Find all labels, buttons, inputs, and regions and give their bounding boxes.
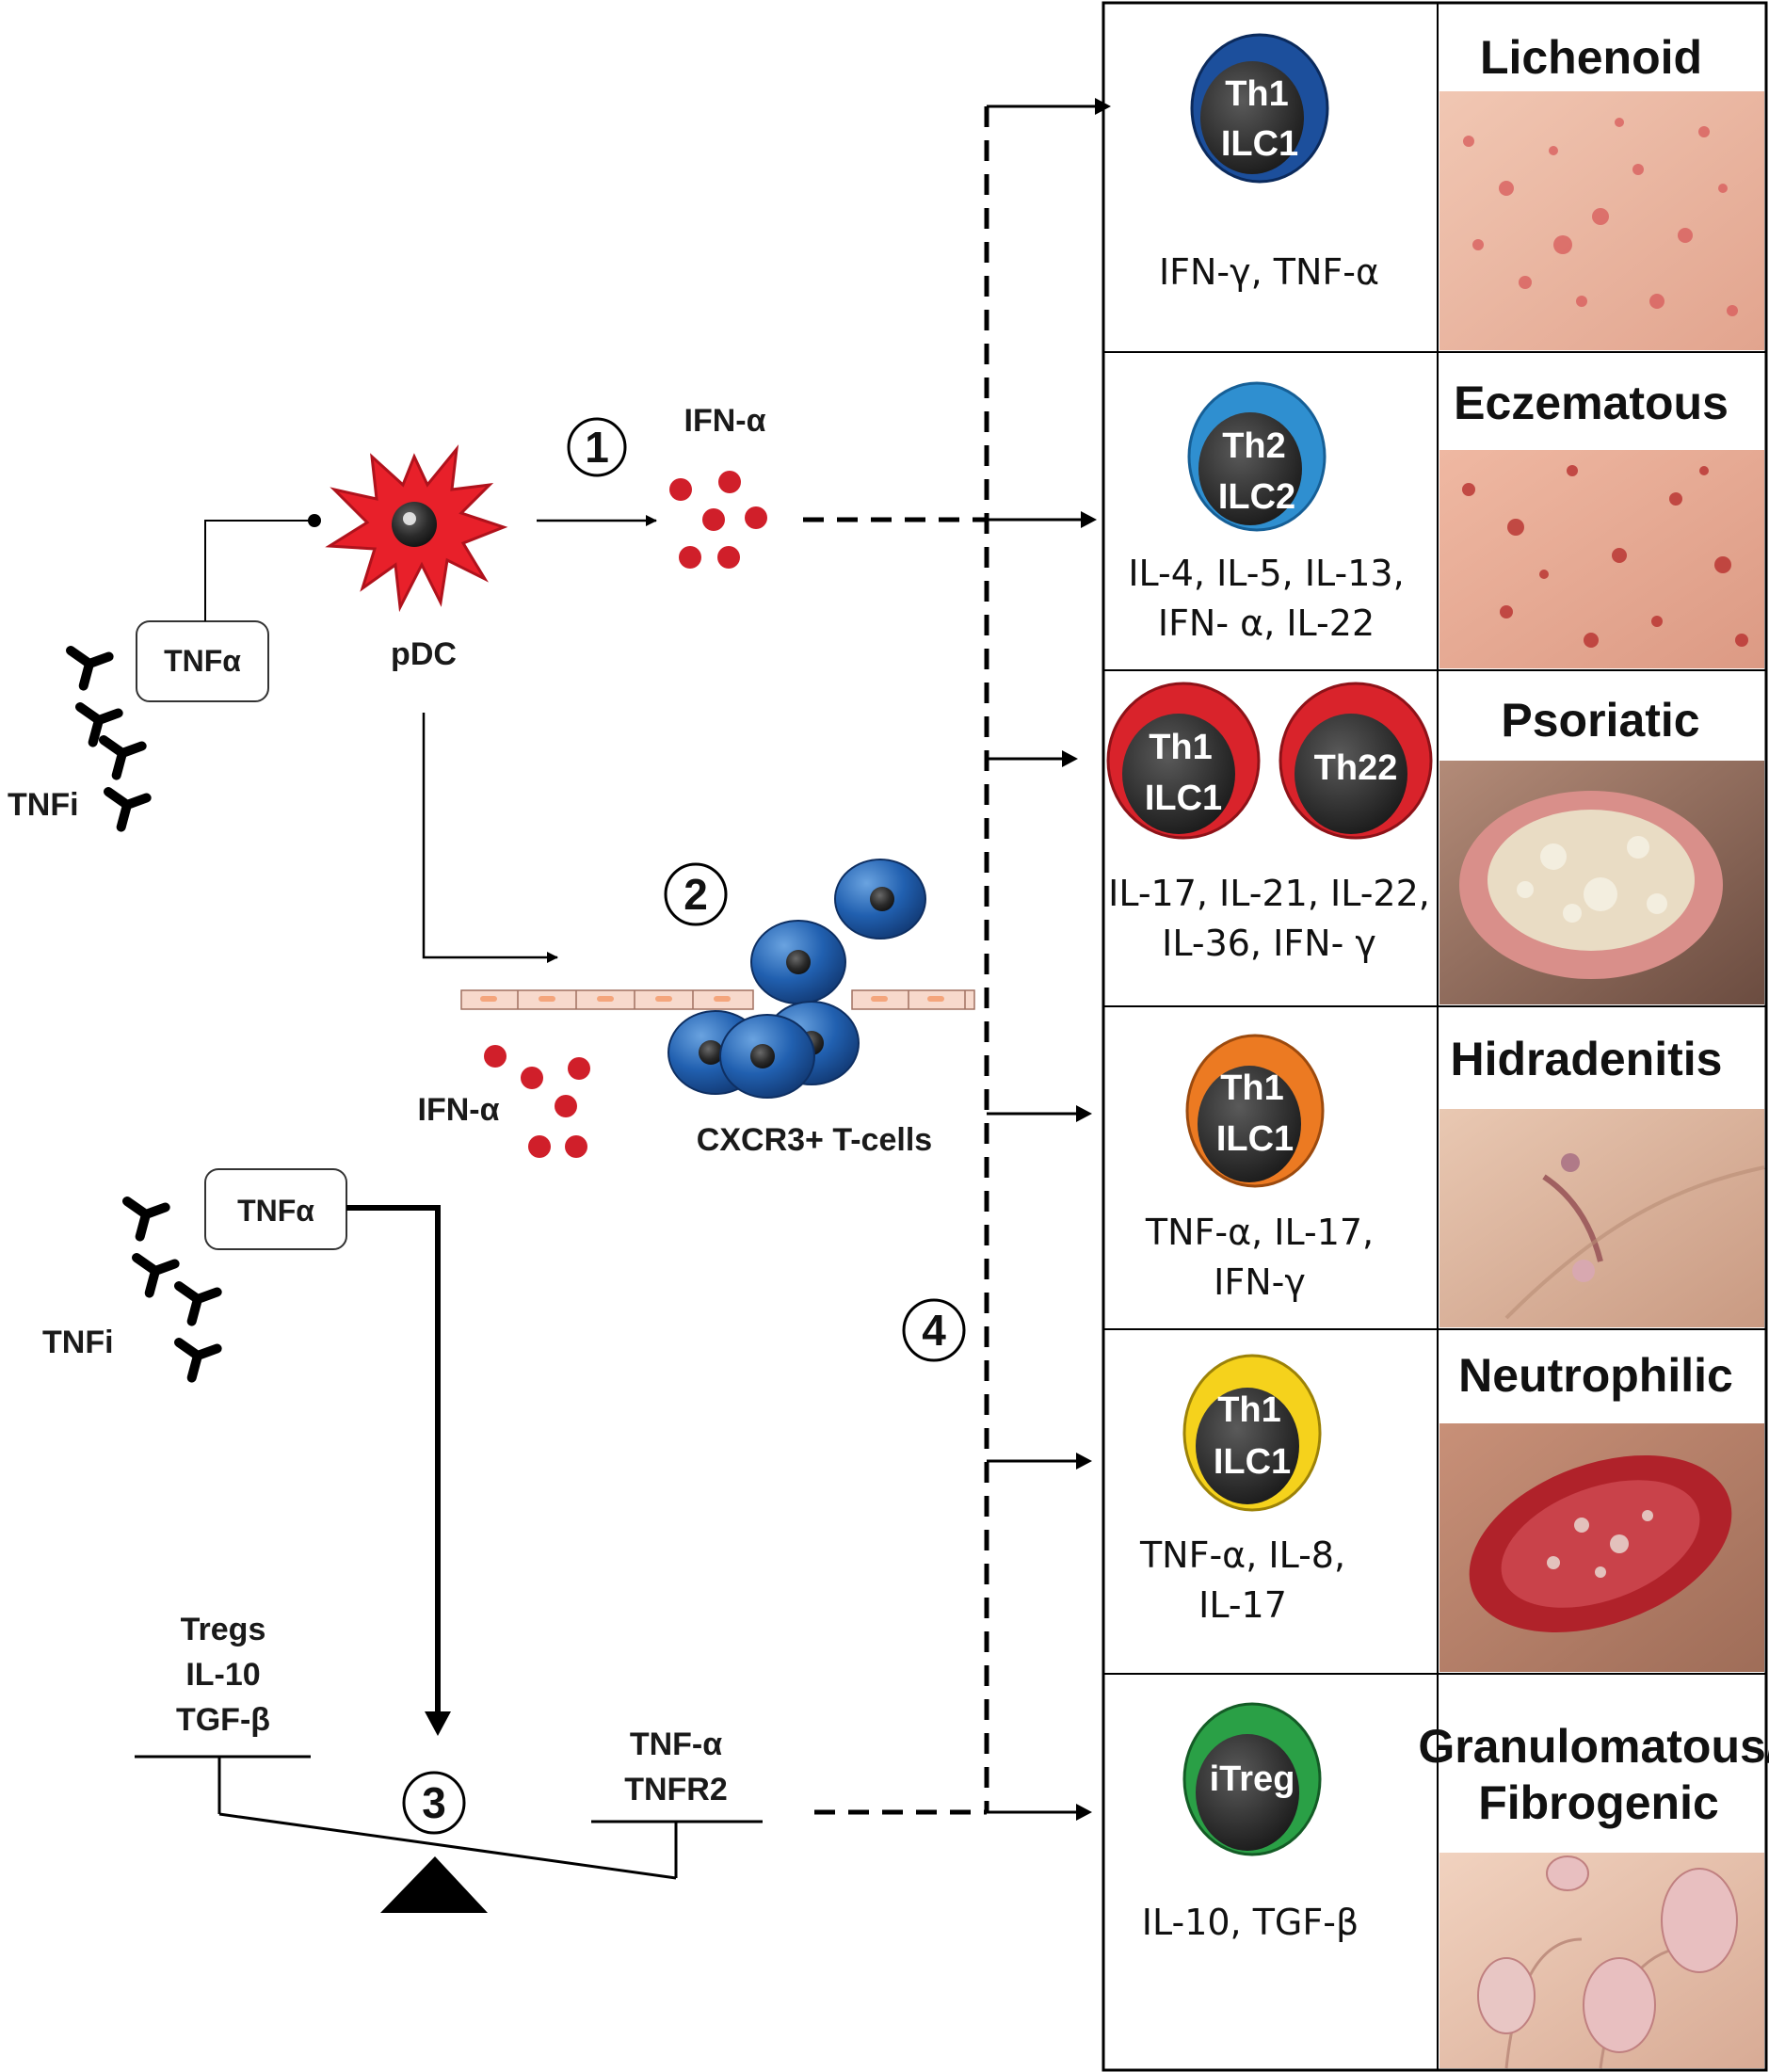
connector-dot [308, 514, 321, 527]
psoriatic-photo [1439, 761, 1764, 1004]
reaction-title: Eczematous [1454, 377, 1729, 429]
bottom-tnfi-label: TNFi [42, 1325, 114, 1360]
step3-number: 3 [422, 1778, 446, 1827]
th1-ilc1-cell: Th1 ILC1 [1190, 33, 1329, 184]
top-tnf-box [136, 620, 269, 702]
hidradenitis-photo [1439, 1109, 1765, 1327]
cell-line2: ILC1 [1221, 124, 1298, 164]
pdc-cell [325, 444, 508, 613]
row-granulomatous: iTreg IL-10, TGF-β Granulomatous/ Fibrog… [1142, 1702, 1769, 2069]
step1-circle [567, 417, 627, 477]
cxcr3-tcells [667, 859, 926, 1099]
tcells-label: CXCR3+ T-cells [697, 1122, 932, 1158]
bottom-tnf-box-label: TNFα [237, 1194, 314, 1228]
cell-line1: Th1 [1149, 728, 1213, 767]
step2-circle [664, 862, 728, 926]
row-lichenoid: Th1 ILC1 IFN-γ, TNF-α Lichenoid [1159, 31, 1764, 350]
top-tnf-box-label: TNFα [164, 644, 241, 678]
reactions-table [1102, 1, 1768, 2072]
eczematous-photo [1439, 450, 1764, 668]
th2-ilc2-cell: Th2 ILC2 [1187, 381, 1327, 532]
cytokines-line1: IL-17, IL-21, IL-22, [1108, 873, 1430, 914]
cell-line1: Th1 [1225, 74, 1289, 114]
cell-line2: ILC1 [1216, 1119, 1294, 1159]
balance-left-line3: TGF-β [176, 1702, 270, 1738]
cell-line1: iTreg [1210, 1759, 1295, 1799]
cytokines-line2: IL-17 [1198, 1584, 1287, 1626]
cytokines-line1: IL-4, IL-5, IL-13, [1128, 553, 1404, 594]
balance-scale [135, 1755, 763, 1913]
top-tnfi-label: TNFi [8, 787, 79, 823]
row-neutrophilic: Th1 ILC1 TNF-α, IL-8, IL-17 Neutrophilic [1139, 1349, 1764, 1672]
balance-left-line1: Tregs [181, 1612, 266, 1647]
th1-ilc1-cell: Th1 ILC1 [1185, 1034, 1325, 1188]
ifn-alpha-bottom-dots [484, 1045, 590, 1158]
balance-right-line2: TNFR2 [624, 1772, 728, 1807]
reaction-title: Lichenoid [1480, 31, 1702, 84]
th1-ilc1-cell: Th1 ILC1 [1182, 1354, 1322, 1512]
pdc-to-tcells-arrow [422, 713, 558, 963]
step1-number: 1 [585, 423, 609, 472]
step3-circle [402, 1771, 466, 1835]
reaction-title: Psoriatic [1501, 694, 1699, 747]
lichenoid-photo [1439, 91, 1764, 350]
step4-number: 4 [922, 1306, 946, 1355]
cytokines-line1: IL-10, TGF-β [1142, 1902, 1359, 1943]
tnf-to-pdc-connector [204, 520, 313, 621]
th1-ilc1-cell: Th1 ILC1 [1106, 682, 1261, 840]
neutrophilic-photo [1439, 1423, 1764, 1672]
balance-right-line1: TNF-α [630, 1727, 722, 1762]
branch-arrows [987, 98, 1111, 1821]
cell-line1: Th22 [1314, 748, 1398, 788]
cytokines-line2: IFN-γ [1214, 1261, 1306, 1303]
reaction-title-line2: Fibrogenic [1478, 1776, 1719, 1829]
endothelium-strip [460, 989, 975, 1010]
pdc-label: pDC [391, 636, 457, 672]
reaction-title: Neutrophilic [1458, 1349, 1733, 1402]
reaction-title: Hidradenitis [1451, 1033, 1723, 1085]
step2-number: 2 [683, 870, 708, 919]
cell-line2: ILC1 [1214, 1442, 1291, 1482]
cell-line1: Th1 [1217, 1390, 1281, 1430]
cytokines-line1: TNF-α, IL-17, [1145, 1212, 1374, 1253]
th22-cell: Th22 [1279, 682, 1433, 840]
row-eczematous: Th2 ILC2 IL-4, IL-5, IL-13, IFN- α, IL-2… [1128, 377, 1764, 668]
row-hidradenitis: Th1 ILC1 TNF-α, IL-17, IFN-γ Hidradeniti… [1145, 1033, 1765, 1327]
itreg-cell: iTreg [1182, 1702, 1322, 1856]
cytokines-line1: IFN-γ, TNF-α [1159, 251, 1379, 293]
ifn-alpha-bottom-label: IFN-α [418, 1092, 500, 1128]
ifn-alpha-top-dots [669, 471, 767, 569]
cytokines-line2: IL-36, IFN- γ [1162, 923, 1376, 964]
cell-line1: Th1 [1220, 1068, 1284, 1108]
row-psoriatic: Th1 ILC1 Th22 IL-17, IL-21, IL-22, IL-36… [1106, 682, 1764, 1004]
reaction-title: Granulomatous/ [1418, 1720, 1769, 1773]
cell-line2: ILC2 [1218, 477, 1295, 517]
cytokines-line2: IFN- α, IL-22 [1158, 602, 1375, 644]
tnf-to-balance-arrow [346, 1205, 441, 1725]
step4-circle [902, 1298, 966, 1362]
ifn-alpha-top-label: IFN-α [684, 403, 766, 439]
cytokines-line1: TNF-α, IL-8, [1139, 1534, 1345, 1576]
cell-line1: Th2 [1222, 426, 1286, 466]
balance-left-line2: IL-10 [185, 1657, 260, 1693]
cell-line2: ILC1 [1145, 779, 1222, 818]
granulomatous-photo [1439, 1853, 1764, 2069]
